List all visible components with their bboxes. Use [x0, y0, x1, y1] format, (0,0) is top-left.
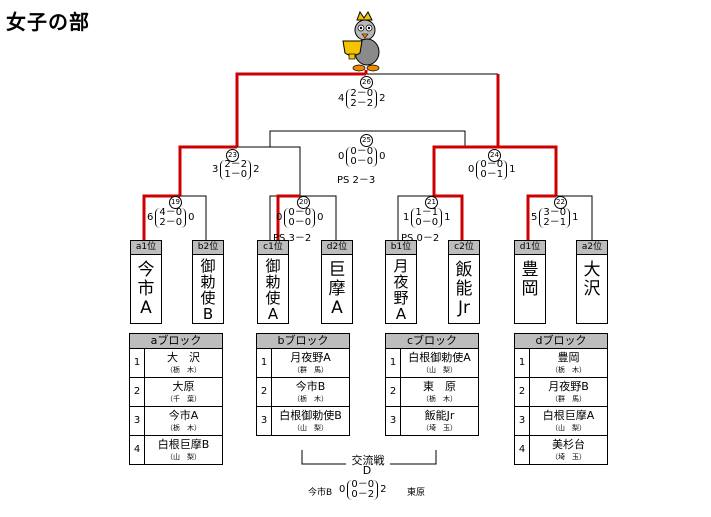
- final-left-line: [235, 72, 366, 147]
- match-24-number: 24: [488, 149, 501, 162]
- match-20-penalty: PS 3－2: [273, 233, 312, 244]
- mascot-trophy-icon: [342, 10, 380, 72]
- team-box-d1: d1位 豊岡: [514, 240, 546, 324]
- match-26-number: 26: [360, 76, 373, 89]
- team-box-a2: a2位 大沢: [576, 240, 608, 324]
- match-23-number: 23: [226, 149, 239, 162]
- match-20-number: 20: [297, 196, 310, 209]
- exchange-label: 交流戦: [346, 452, 390, 468]
- match-21-number: 21: [425, 196, 438, 209]
- page-title: 女子の部: [6, 10, 90, 34]
- third-place-line: [269, 130, 466, 147]
- match-25-number: 25: [360, 134, 373, 147]
- exchange-left-team: 今市B: [308, 488, 333, 498]
- match-25-penalty: PS 2－3: [337, 175, 376, 186]
- match-21-penalty: PS 0－2: [401, 233, 440, 244]
- exchange-right-team: 東原: [407, 488, 426, 498]
- match-19-number: 19: [169, 196, 182, 209]
- exchange-match-id: D: [362, 464, 372, 477]
- match-22-number: 22: [554, 196, 567, 209]
